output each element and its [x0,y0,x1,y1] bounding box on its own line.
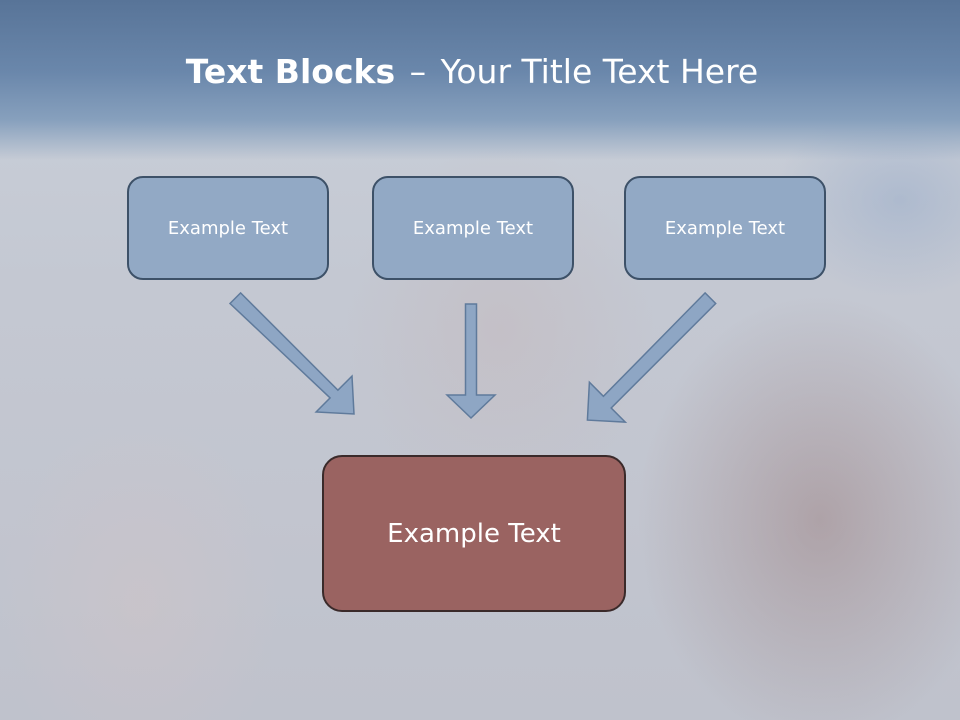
text-block-1[interactable]: Example Text [127,176,329,280]
header-band [0,0,960,160]
slide-title: Text Blocks – Your Title Text Here [0,52,944,91]
target-text-block[interactable]: Example Text [322,455,626,612]
arrow-right [586,291,717,423]
arrow-center [445,303,497,420]
arrow-left [228,291,355,415]
text-block-2-label: Example Text [412,217,534,239]
text-block-2[interactable]: Example Text [372,176,574,280]
title-bold: Text Blocks [185,52,396,91]
title-rest: Your Title Text Here [440,52,759,91]
target-text-block-label: Example Text [387,518,561,549]
text-block-3[interactable]: Example Text [624,176,826,280]
text-block-3-label: Example Text [664,217,786,239]
title-separator: – [409,52,427,91]
text-block-1-label: Example Text [167,217,289,239]
